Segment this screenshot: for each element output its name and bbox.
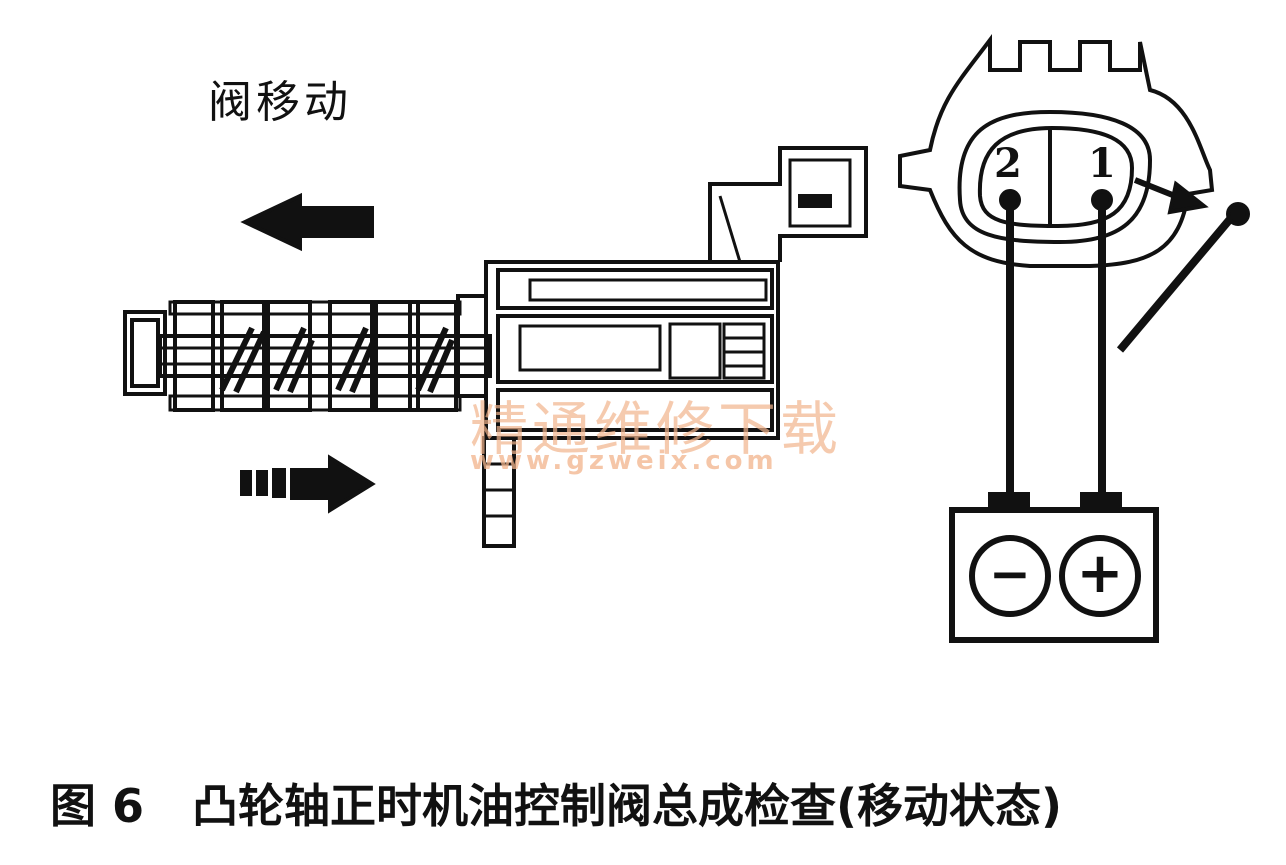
test-probe — [1116, 202, 1250, 353]
watermark-text: 精通维修下载 — [470, 395, 843, 463]
connector-face — [898, 34, 1215, 268]
battery-positive-symbol: + — [1076, 541, 1124, 606]
figure-title: 凸轮轴正时机油控制阀总成检查(移动状态) — [192, 779, 1063, 833]
battery-negative-symbol: − — [989, 545, 1031, 603]
figure-caption: 图 6 凸轮轴正时机油控制阀总成检查(移动状态) — [50, 770, 1270, 836]
arrow-right-icon — [240, 454, 376, 514]
spool — [123, 300, 492, 412]
solenoid-housing — [456, 146, 868, 548]
arrow-left-icon — [240, 192, 374, 252]
battery — [949, 492, 1159, 643]
pin-label-2: 2 — [994, 140, 1022, 187]
valve-state-label: 阀移动 — [208, 77, 352, 128]
watermark-url: www.gzweix.com — [470, 446, 778, 476]
figure-number: 图 6 — [50, 779, 145, 833]
wires — [1006, 206, 1106, 500]
pin-label-1: 1 — [1088, 140, 1116, 187]
